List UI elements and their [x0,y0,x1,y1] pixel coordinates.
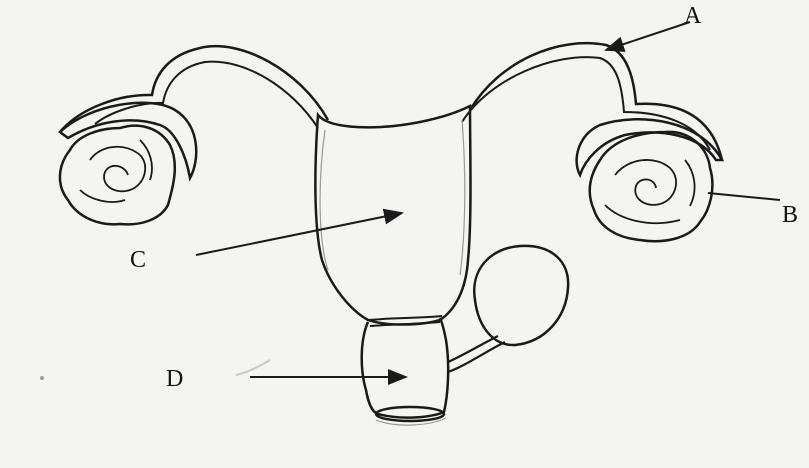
right-fallopian-tube [470,43,722,160]
label-d: D [166,367,183,391]
paper-dot [40,376,44,380]
label-a: A [684,4,701,28]
right-ovary-folds [605,160,695,223]
left-ovary [60,126,175,225]
label-c: C [130,248,146,272]
pointer-b [708,193,780,200]
side-sac [474,246,568,345]
paper-smudge [236,360,270,375]
left-ovary-folds [80,140,152,202]
label-b: B [782,203,798,227]
vagina [362,318,448,418]
pointer-a [606,22,690,50]
pointer-c [196,213,402,255]
uterus-body-shade [320,120,465,275]
